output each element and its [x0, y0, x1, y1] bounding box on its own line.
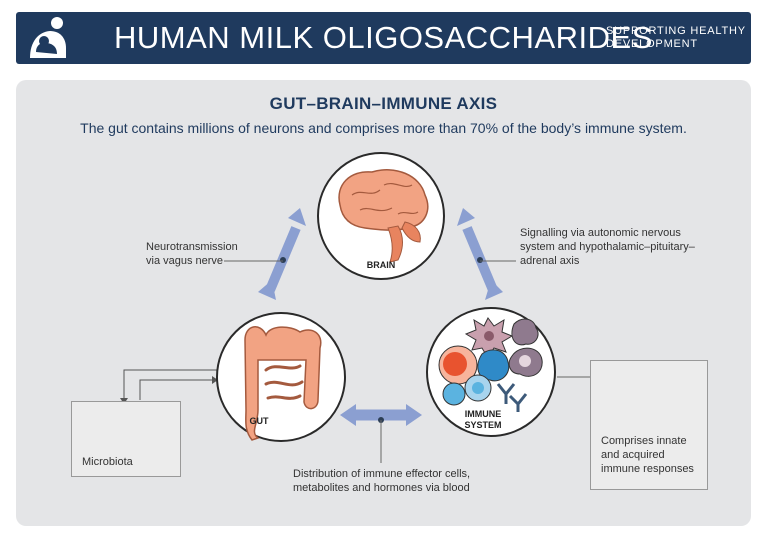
axis-title: GUT–BRAIN–IMMUNE AXIS	[269, 94, 498, 113]
gut-label: GUT	[249, 416, 269, 426]
gut-node	[216, 312, 346, 442]
arrow-brain-immune	[457, 208, 503, 300]
neurotransmission-label: Neurotransmission via vagus nerve	[146, 241, 238, 267]
brain-label: BRAIN	[366, 260, 396, 270]
microbiota-label: Microbiota	[82, 456, 133, 468]
brain-node	[317, 152, 445, 280]
page-title: HUMAN MILK OLIGOSACCHARIDES	[114, 20, 653, 55]
axis-subtitle: The gut contains millions of neurons and…	[80, 120, 687, 136]
header-bar: HUMAN MILK OLIGOSACCHARIDES SUPPORTING H…	[16, 12, 751, 64]
immune-responses-label: Comprises innate and acquired immune res…	[601, 435, 694, 475]
immune-node	[426, 307, 556, 437]
immune-label: IMMUNE SYSTEM	[464, 409, 502, 430]
leader-microbiota-in	[123, 369, 232, 400]
immune-responses-box	[590, 360, 708, 490]
mother-child-logo-icon	[30, 17, 66, 58]
page-subtitle: SUPPORTING HEALTHY DEVELOPMENT	[606, 25, 746, 50]
distribution-label: Distribution of immune effector cells, m…	[293, 468, 471, 494]
arrow-brain-gut	[258, 208, 306, 300]
leader-microbiota-out	[139, 379, 214, 400]
signalling-label: Signalling via autonomic nervous system …	[520, 227, 695, 267]
microbiota-box	[71, 401, 181, 477]
